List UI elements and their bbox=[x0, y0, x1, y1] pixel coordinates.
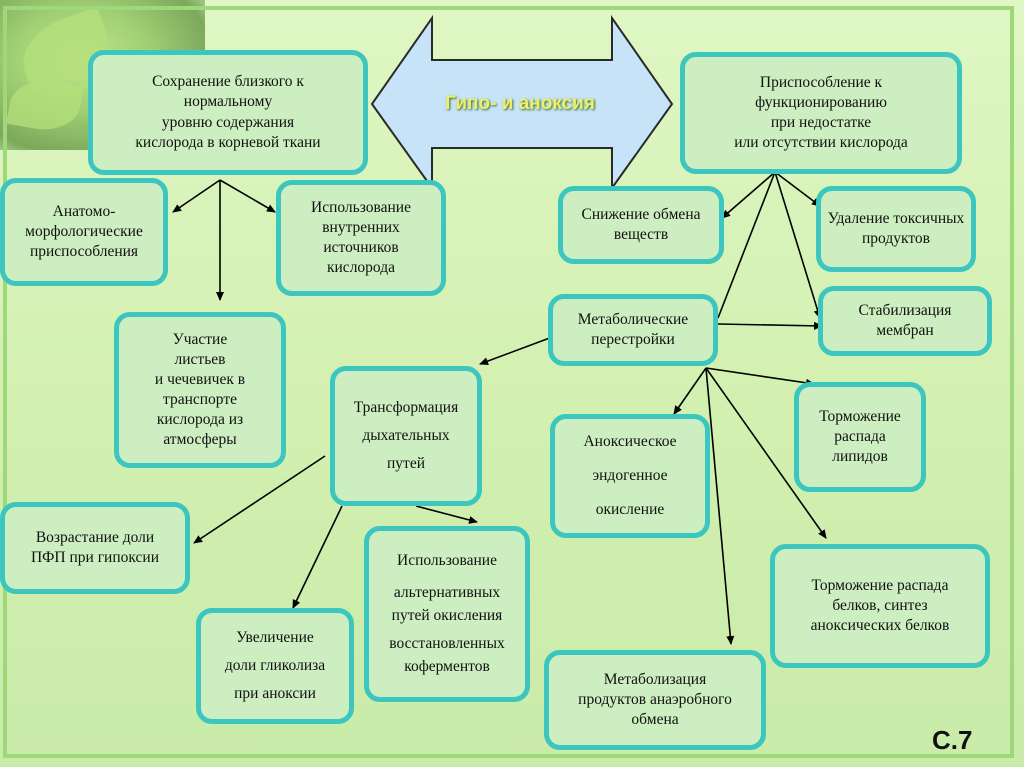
box-text: источников bbox=[323, 239, 399, 256]
box-text: Торможение bbox=[819, 407, 901, 425]
box-anatomo-morphological: Анатомо- морфологические приспособления bbox=[0, 178, 168, 286]
box-text: аноксических белков bbox=[810, 617, 950, 635]
double-arrow-icon bbox=[370, 14, 674, 192]
box-text: альтернативных bbox=[393, 584, 501, 602]
box-anaerobic-metabolization: Метаболизация продуктов анаэробного обме… bbox=[544, 650, 766, 750]
box-text: морфологические bbox=[25, 222, 143, 240]
box-text: Снижение обмена bbox=[581, 205, 701, 223]
box-text: Торможение распада bbox=[811, 576, 949, 594]
box-adaptation: Приспособление к функционированию при не… bbox=[680, 52, 962, 174]
box-text: дыхательных bbox=[362, 426, 450, 444]
box-respiratory-transformation: Трансформация дыхательных путей bbox=[330, 366, 482, 506]
box-text: Использование bbox=[311, 198, 411, 216]
box-text: эндогенное bbox=[592, 466, 668, 484]
box-text: Приспособление к bbox=[759, 73, 883, 91]
box-ppp-increase: Возрастание доли ПФП при гипоксии bbox=[0, 502, 190, 594]
box-lipid-inhibition: Торможение распада липидов bbox=[794, 382, 926, 492]
box-text: функционированию bbox=[755, 93, 887, 111]
box-internal-sources: Использование внутренних источников кисл… bbox=[276, 180, 446, 296]
box-text: или отсутствии кислорода bbox=[734, 134, 908, 152]
box-text: уровню содержания bbox=[161, 113, 295, 131]
box-text: Увеличение bbox=[236, 628, 314, 646]
box-text: Участие bbox=[172, 330, 228, 348]
box-text: атмосферы bbox=[163, 431, 237, 449]
box-text: листьев bbox=[174, 350, 226, 368]
box-membrane-stabilization: Стабилизация мембран bbox=[818, 286, 992, 356]
box-text: липидов bbox=[832, 448, 888, 466]
box-text: распада bbox=[834, 427, 886, 445]
box-text: Использование bbox=[397, 551, 497, 569]
box-text: Возрастание доли bbox=[35, 528, 155, 546]
box-anoxic-oxidation: Аноксическое эндогенное окисление bbox=[550, 414, 710, 538]
box-text: Сохранение близкого к bbox=[152, 73, 304, 91]
box-text: кислорода из bbox=[156, 411, 244, 429]
box-text: и чечевичек в bbox=[154, 370, 246, 388]
box-text: белков, синтез bbox=[832, 596, 928, 614]
box-text: коферментов bbox=[404, 657, 490, 675]
center-label: Гипо- и аноксия bbox=[445, 93, 595, 114]
slide-frame bbox=[3, 6, 1014, 758]
box-text: мембран bbox=[876, 322, 934, 339]
box-text: окисление bbox=[595, 501, 665, 519]
box-text: Удаление токсичных bbox=[827, 209, 965, 227]
box-text: Стабилизация bbox=[858, 301, 952, 319]
box-text: продуктов bbox=[862, 230, 930, 247]
box-text: кислорода в корневой ткани bbox=[135, 133, 321, 151]
box-alternative-oxidation: Использование альтернативных путей окисл… bbox=[364, 526, 530, 702]
box-text: обмена bbox=[631, 711, 679, 729]
box-text: кислорода bbox=[326, 259, 395, 277]
box-text: при недостатке bbox=[770, 114, 872, 131]
box-toxic-removal: Удаление токсичных продуктов bbox=[816, 186, 976, 272]
box-text: продуктов анаэробного bbox=[578, 690, 732, 708]
box-protein-inhibition: Торможение распада белков, синтез анокси… bbox=[770, 544, 990, 668]
box-text: внутренних bbox=[322, 218, 400, 236]
box-leaves-transport: Участие листьев и чечевичек в транспорте… bbox=[114, 312, 286, 468]
box-text: Аноксическое bbox=[583, 432, 677, 450]
box-text: Метаболические bbox=[577, 310, 689, 328]
box-text: доли гликолиза bbox=[224, 656, 326, 674]
box-text: Метаболизация bbox=[603, 670, 707, 688]
page-number: С.7 bbox=[932, 725, 973, 755]
box-metabolism-decrease: Снижение обмена веществ bbox=[558, 186, 724, 264]
box-text: Анатомо- bbox=[52, 202, 116, 220]
box-text: приспособления bbox=[29, 243, 139, 261]
box-text: веществ bbox=[613, 226, 669, 243]
box-text: путей окисления bbox=[391, 606, 503, 624]
box-text: нормальному bbox=[183, 93, 273, 111]
box-text: путей bbox=[387, 455, 425, 473]
box-text: Трансформация bbox=[353, 398, 459, 416]
box-text: перестройки bbox=[591, 331, 675, 348]
box-text: при аноксии bbox=[234, 685, 316, 703]
box-text: транспорте bbox=[162, 391, 237, 408]
box-glycolysis-increase: Увеличение доли гликолиза при аноксии bbox=[196, 608, 354, 724]
box-metabolic-rearrangements: Метаболические перестройки bbox=[548, 294, 718, 366]
box-preserve-oxygen: Сохранение близкого к нормальному уровню… bbox=[88, 50, 368, 175]
box-text: ПФП при гипоксии bbox=[30, 549, 160, 566]
box-text: восстановленных bbox=[389, 635, 505, 653]
